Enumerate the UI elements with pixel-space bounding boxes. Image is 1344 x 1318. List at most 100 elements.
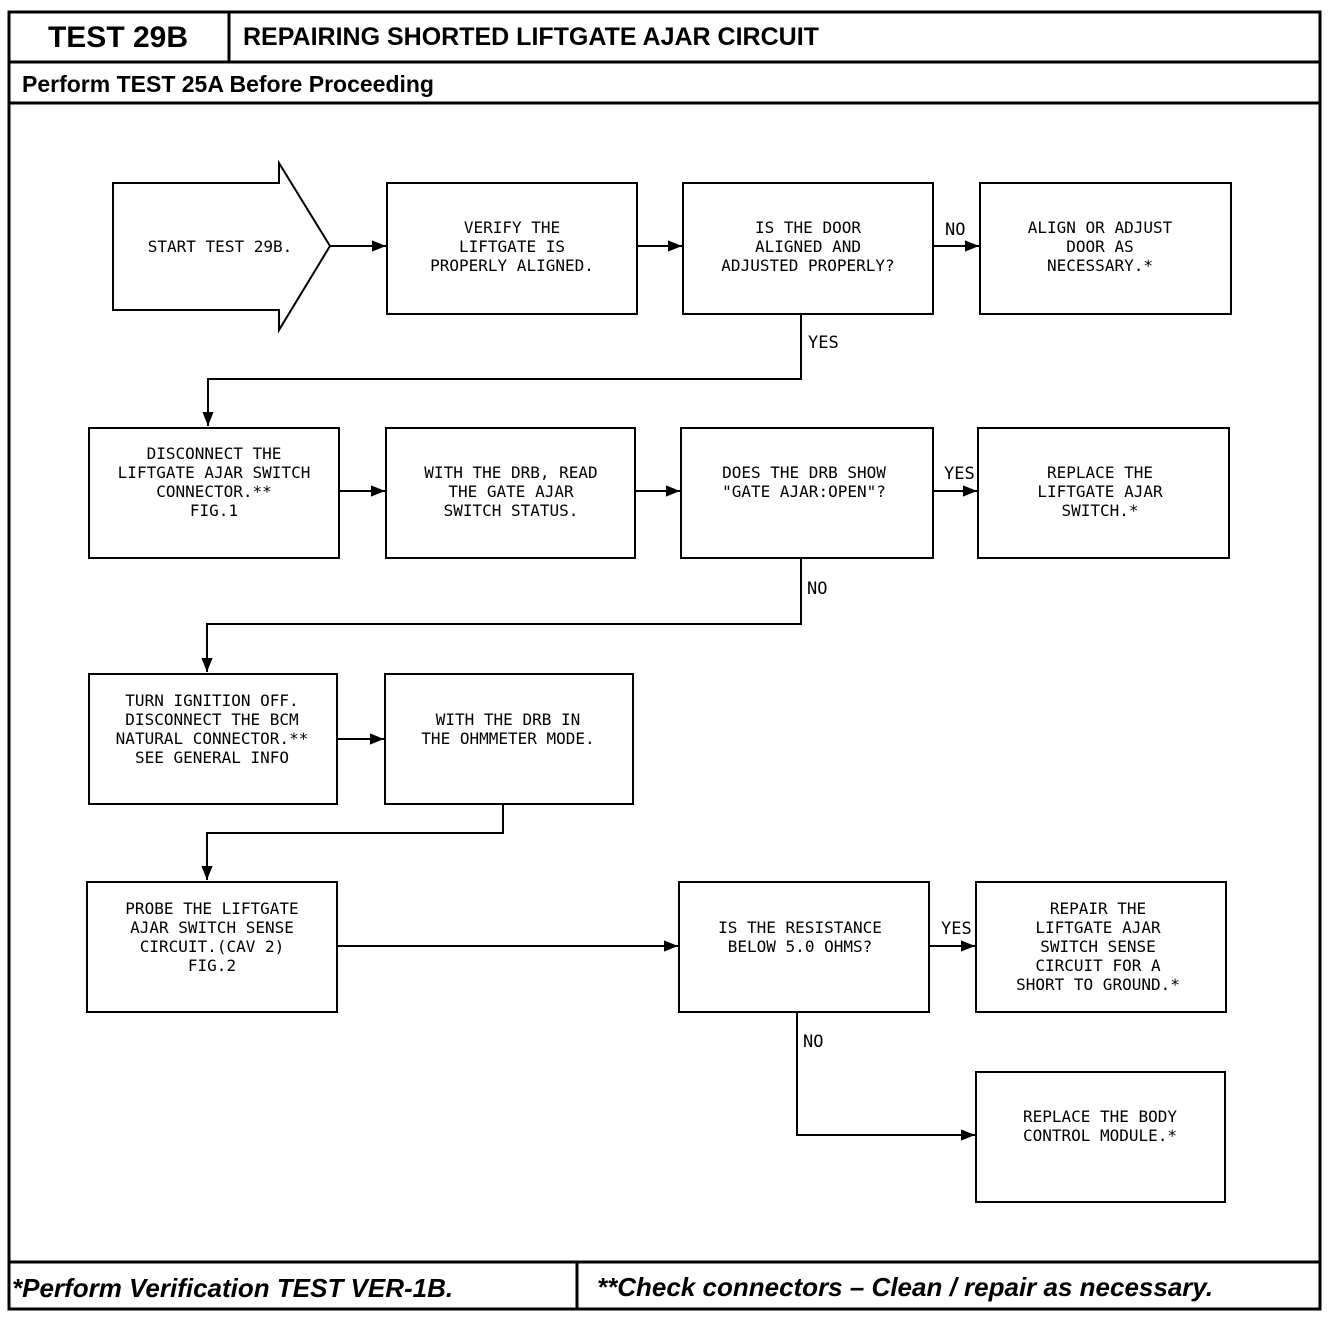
question-drb-box: [680, 427, 934, 559]
probe-box: [86, 881, 338, 1013]
start-label-line-1: START TEST 29B.: [148, 237, 293, 256]
disconnect-switch-label-line-2: LIFTGATE AJAR SWITCH: [118, 463, 311, 482]
verify-label-line-3: PROPERLY ALIGNED.: [430, 256, 594, 275]
ignition-label-line-3: NATURAL CONNECTOR.**: [116, 729, 309, 748]
probe-label-line-2: AJAR SWITCH SENSE: [130, 918, 294, 937]
ohmmeter-label-line-2: THE OHMMETER MODE.: [421, 729, 594, 748]
repair-circuit-label-line-4: CIRCUIT FOR A: [1035, 956, 1161, 975]
repair-circuit-label-line-2: LIFTGATE AJAR: [1035, 918, 1161, 937]
disconnect-switch-label-line-1: DISCONNECT THE: [147, 444, 282, 463]
label-door-no: NO: [945, 220, 965, 240]
edge-drb-no: [201, 558, 802, 672]
question-door-label-line-3: ADJUSTED PROPERLY?: [721, 256, 894, 275]
label-res-no: NO: [803, 1032, 823, 1052]
label-res-yes: YES: [941, 919, 972, 939]
connectors: [201, 240, 979, 1141]
footer-note-right: **Check connectors – Clean / repair as n…: [597, 1272, 1213, 1302]
footer-note-left: *Perform Verification TEST VER-1B.: [12, 1273, 453, 1303]
label-drb-no: NO: [807, 579, 827, 599]
align-label-line-3: NECESSARY.*: [1047, 256, 1153, 275]
question-drb-label: DOES THE DRB SHOW"GATE AJAR:OPEN"?: [722, 463, 886, 501]
question-resistance-box: [678, 881, 930, 1013]
verify-label-line-2: LIFTGATE IS: [459, 237, 565, 256]
repair-circuit-box: [975, 881, 1227, 1013]
disconnect-switch-box: [88, 427, 340, 559]
page-title: REPAIRING SHORTED LIFTGATE AJAR CIRCUIT: [243, 23, 819, 51]
node-start: START TEST 29B.: [112, 159, 332, 334]
read-status-label-line-3: SWITCH STATUS.: [444, 501, 579, 520]
probe-label-line-1: PROBE THE LIFTGATE: [125, 899, 298, 918]
node-question-drb-show: DOES THE DRB SHOW"GATE AJAR:OPEN"?: [680, 427, 934, 559]
disconnect-switch-label-line-5: FIG.1: [190, 501, 238, 520]
read-status-box: [385, 427, 636, 559]
edge-res-no: [796, 1012, 975, 1141]
start-arrow-shape: [112, 159, 332, 334]
verify-box: [386, 182, 638, 315]
edge-door-yes: [202, 314, 802, 426]
replace-switch-label-line-1: REPLACE THE: [1047, 463, 1153, 482]
question-resistance-label-line-1: IS THE RESISTANCE: [718, 918, 882, 937]
replace-bcm-box: [975, 1071, 1226, 1203]
repair-circuit-label-line-5: SHORT TO GROUND.*: [1016, 975, 1180, 994]
start-label: START TEST 29B.: [148, 237, 293, 256]
repair-circuit-label-line-3: SWITCH SENSE: [1040, 937, 1156, 956]
ohmmeter-box: [384, 673, 634, 805]
test-id: TEST 29B: [48, 21, 188, 54]
read-status-label-line-1: WITH THE DRB, READ: [424, 463, 597, 482]
align-box: [979, 182, 1232, 315]
replace-bcm-label-line-2: CONTROL MODULE.*: [1023, 1126, 1177, 1145]
question-drb-label-line-1: DOES THE DRB SHOW: [722, 463, 886, 482]
page-subtitle: Perform TEST 25A Before Proceeding: [22, 71, 434, 97]
replace-switch-label-line-2: LIFTGATE AJAR: [1037, 482, 1163, 501]
ignition-label-line-1: TURN IGNITION OFF.: [125, 691, 298, 710]
question-door-box: [682, 182, 934, 315]
question-door-label-line-2: ALIGNED AND: [755, 237, 861, 256]
align-label-line-1: ALIGN OR ADJUST: [1028, 218, 1173, 237]
ignition-box: [88, 673, 338, 805]
edge-ohm-probe: [201, 804, 504, 880]
replace-bcm-label-line-1: REPLACE THE BODY: [1023, 1107, 1177, 1126]
label-door-yes: YES: [808, 333, 839, 353]
ignition-label-line-5: SEE GENERAL INFO: [135, 748, 289, 767]
question-door-label-line-1: IS THE DOOR: [755, 218, 861, 237]
verify-label-line-1: VERIFY THE: [464, 218, 560, 237]
probe-label-line-5: FIG.2: [188, 956, 236, 975]
label-drb-yes: YES: [944, 464, 975, 484]
outer-border: [7, 10, 1322, 1311]
probe-label-line-3: CIRCUIT.(CAV 2): [140, 937, 285, 956]
question-resistance-label-line-2: BELOW 5.0 OHMS?: [728, 937, 873, 956]
repair-circuit-label-line-1: REPAIR THE: [1050, 899, 1146, 918]
ohmmeter-label-line-1: WITH THE DRB IN: [436, 710, 581, 729]
ignition-label-line-2: DISCONNECT THE BCM: [125, 710, 298, 729]
question-drb-label-line-2: "GATE AJAR:OPEN"?: [722, 482, 886, 501]
disconnect-switch-label-line-3: CONNECTOR.**: [156, 482, 272, 501]
align-label-line-2: DOOR AS: [1066, 237, 1133, 256]
read-status-label-line-2: THE GATE AJAR: [448, 482, 574, 501]
